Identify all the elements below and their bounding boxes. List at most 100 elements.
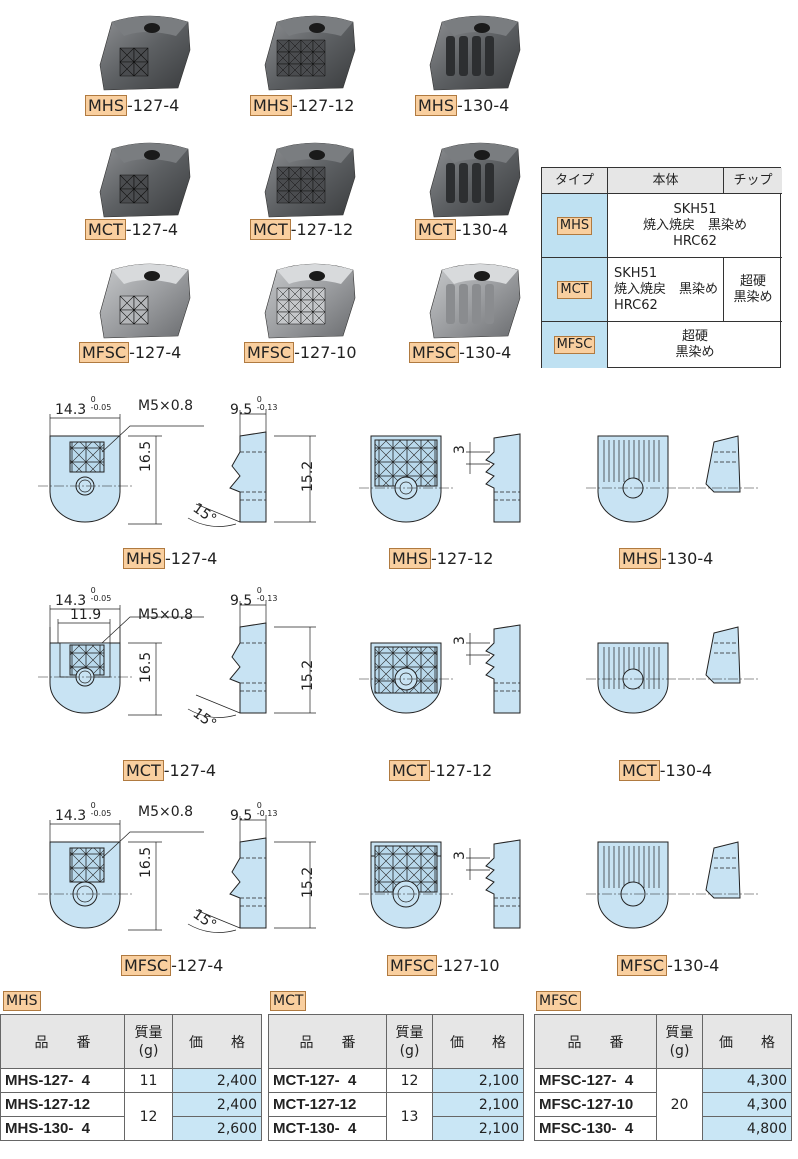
product-photo-mfsc-130-4 xyxy=(429,263,521,339)
table-row: MCT-127-12 13 2,100 xyxy=(268,1092,524,1141)
price-value: 4,300 xyxy=(702,1092,792,1117)
depth-dimension-mhs: 9.5 0-0.13 xyxy=(230,395,278,419)
caption-code: MCT xyxy=(250,219,291,240)
caption-code: MFSC xyxy=(79,342,130,363)
front-view-mct-2 xyxy=(359,642,455,714)
drawing-suffix: -130-4 xyxy=(661,549,714,568)
side-view-mct-1 xyxy=(187,601,316,718)
mhs-section-title: MHS xyxy=(3,991,41,1011)
width-dimension-mfsc: 14.3 0-0.05 xyxy=(55,802,111,825)
material-table: タイプ 本体 チップ MHS SKH51 焼入焼戻 黒染め HRC62 MCT … xyxy=(541,167,782,368)
front-view-mhs-2 xyxy=(359,435,455,523)
side-view-mfsc-1 xyxy=(187,816,316,933)
drawing-code: MCT xyxy=(123,760,164,781)
mct-price-table: 品 番 質量 (g) 価 格 MCT-127- 4 12 2,100 MCT-1… xyxy=(268,1014,524,1141)
photo-caption: MCT-127-4 xyxy=(85,219,178,240)
side-view-mct-2 xyxy=(466,624,521,714)
mass-header: 質量 (g) xyxy=(124,1014,173,1069)
part-number: MCT-127-12 xyxy=(268,1092,387,1117)
caption-suffix: -130-4 xyxy=(457,96,510,115)
drawing-caption: MHS-127-4 xyxy=(123,548,217,569)
price-value: 4,300 xyxy=(702,1068,792,1093)
drawing-caption: MFSC-130-4 xyxy=(617,955,720,976)
drawing-code: MFSC xyxy=(387,955,438,976)
drawing-code: MHS xyxy=(123,548,165,569)
height-front-mct: 16.5 xyxy=(138,651,154,683)
caption-suffix: -127-4 xyxy=(129,343,182,362)
price-value: 2,100 xyxy=(432,1068,524,1093)
depth-dim: 9.5 xyxy=(230,808,253,824)
depth-tol: 0-0.13 xyxy=(256,586,278,603)
part-header: 品 番 xyxy=(0,1014,125,1069)
part-number: MFSC-130- 4 xyxy=(534,1116,657,1141)
drawing-suffix: -127-10 xyxy=(437,956,500,975)
price-value: 4,800 xyxy=(702,1116,792,1141)
table-row: MHS-127- 4 11 2,400 xyxy=(0,1068,262,1093)
drawing-code: MHS xyxy=(619,548,661,569)
mct-tip: 超硬 黒染め xyxy=(724,258,782,322)
part-number: MHS-130- 4 xyxy=(0,1116,125,1141)
photo-caption: MCT-127-12 xyxy=(250,219,353,240)
caption-suffix: -130-4 xyxy=(455,220,509,239)
caption-code: MHS xyxy=(415,95,457,116)
drawing-caption: MCT-127-12 xyxy=(389,760,492,781)
mass-value: 12 xyxy=(124,1092,173,1141)
table-row: MCT-130- 4 2,100 xyxy=(268,1116,524,1141)
front-view-mhs-1 xyxy=(38,414,204,525)
photo-caption: MHS-127-4 xyxy=(85,95,180,116)
depth-tol: 0-0.13 xyxy=(256,801,278,818)
price-header: 価 格 xyxy=(172,1014,262,1069)
drawing-suffix: -130-4 xyxy=(667,956,720,975)
front-view-mfsc-1 xyxy=(38,820,204,931)
depth-dim: 9.5 xyxy=(230,402,253,418)
type-mhs: MHS xyxy=(556,216,593,235)
drawing-code: MCT xyxy=(389,760,430,781)
front-view-mfsc-2 xyxy=(359,841,455,929)
height-side-mfsc: 15.2 xyxy=(300,866,316,898)
mass-value: 11 xyxy=(124,1068,173,1093)
part-header: 品 番 xyxy=(268,1014,387,1069)
mass-value: 20 xyxy=(656,1068,703,1141)
angle-mct: 15° xyxy=(189,705,220,733)
depth-dimension-mct: 9.5 0-0.13 xyxy=(230,586,278,610)
table-row: MCT-127- 4 12 2,100 xyxy=(268,1068,524,1093)
drawing-code: MFSC xyxy=(121,955,172,976)
width-dimension-mhs: 14.3 0-0.05 xyxy=(55,396,111,419)
photo-caption: MFSC-127-4 xyxy=(79,342,182,363)
caption-suffix: -127-12 xyxy=(292,96,355,115)
caption-suffix: -127-4 xyxy=(127,96,180,115)
drawing-caption: MHS-130-4 xyxy=(619,548,714,569)
part-number: MHS-127-12 xyxy=(0,1092,125,1117)
drawing-code: MHS xyxy=(389,548,431,569)
mct-section-title: MCT xyxy=(270,991,307,1011)
header-body: 本体 xyxy=(608,168,724,194)
front-view-mct-1 xyxy=(38,605,204,716)
table-row: MHS-130- 4 2,600 xyxy=(0,1116,262,1141)
drawing-suffix: -130-4 xyxy=(659,761,713,780)
type-mfsc: MFSC xyxy=(553,336,596,354)
pitch-mct: 3 xyxy=(452,636,468,645)
thread-callout-mct: M5×0.8 xyxy=(138,607,193,623)
height-front-mfsc: 16.5 xyxy=(138,846,154,878)
mhs-body: SKH51 焼入焼戻 黒染め HRC62 xyxy=(608,194,782,258)
table-row: MHS-127-12 12 2,400 xyxy=(0,1092,262,1141)
pitch-mfsc: 3 xyxy=(452,851,468,860)
mass-value: 12 xyxy=(386,1068,433,1093)
side-view-mhs-1 xyxy=(187,410,316,527)
inner-width-mct: 11.9 xyxy=(70,607,102,623)
width-dim: 14.3 xyxy=(55,808,87,824)
width-tol: 0-0.05 xyxy=(90,586,112,603)
caption-code: MFSC xyxy=(409,342,460,363)
caption-code: MCT xyxy=(415,219,456,240)
thread-callout-mhs: M5×0.8 xyxy=(138,398,193,414)
front-view-mhs-3 xyxy=(586,435,682,523)
mct-body: SKH51 焼入焼戻 黒染め HRC62 xyxy=(608,258,724,322)
caption-code: MFSC xyxy=(244,342,295,363)
depth-tol: 0-0.13 xyxy=(256,395,278,412)
mfsc-body: 超硬 黒染め xyxy=(675,329,715,360)
height-side-mct: 15.2 xyxy=(300,659,316,691)
drawing-code: MCT xyxy=(619,760,660,781)
width-dimension-mct: 14.3 0-0.05 xyxy=(55,586,112,610)
price-value: 2,600 xyxy=(172,1116,262,1141)
part-header: 品 番 xyxy=(534,1014,657,1069)
